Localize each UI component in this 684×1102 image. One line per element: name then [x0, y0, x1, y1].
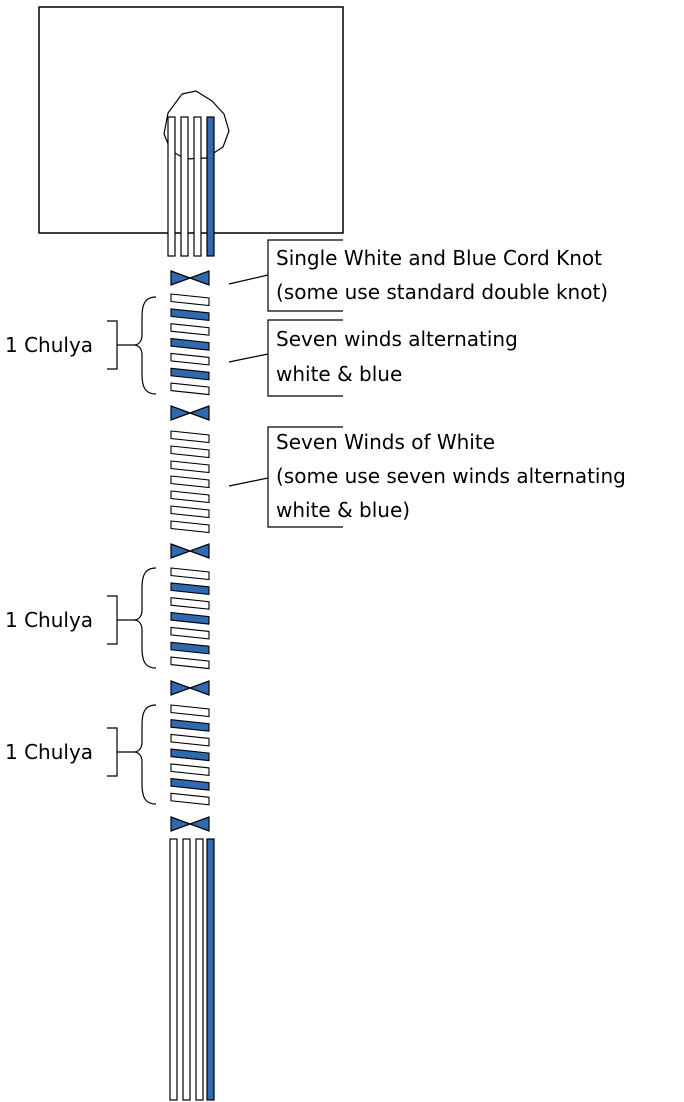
callout-knot-line-2: (some use standard double knot)	[276, 280, 608, 304]
wind-2-3	[170, 460, 210, 474]
knots	[170, 270, 210, 832]
wind-2-4	[170, 475, 210, 489]
chulya-brace-1-curly	[133, 296, 157, 395]
callout-white-line-3: white & blue)	[276, 498, 410, 522]
upper-strands	[167, 116, 215, 257]
knot-5	[170, 816, 210, 832]
winds-group-1	[170, 293, 210, 396]
wind-4-1	[170, 704, 210, 718]
wind-4-5	[170, 763, 210, 777]
winds-group-4	[170, 704, 210, 806]
callout-white-bracket	[267, 426, 343, 528]
wind-1-1	[170, 293, 210, 307]
callout-alternating-bracket	[267, 319, 343, 397]
knot-4	[170, 680, 210, 696]
chulya-label-2: 1 Chulya	[5, 608, 93, 632]
chulya-brace-2: 1 Chulya	[5, 567, 157, 669]
chulya-brace-2-curly	[133, 567, 157, 669]
wind-1-5	[170, 352, 210, 366]
winds-group-2	[170, 430, 210, 534]
callout-white-line-1: Seven Winds of White	[276, 430, 495, 454]
wind-3-5	[170, 626, 210, 640]
upper-strand-3	[193, 116, 202, 257]
upper-strand-1	[167, 116, 176, 257]
chulya-label-1: 1 Chulya	[5, 333, 93, 357]
chulya-brace-3-bracket	[107, 727, 134, 777]
wind-3-6	[170, 641, 210, 655]
chulya-brace-1: 1 Chulya	[5, 296, 157, 395]
chulya-brace-1-bracket	[107, 320, 134, 370]
wind-1-4	[170, 337, 210, 351]
wind-4-6	[170, 777, 210, 791]
wind-2-5	[170, 490, 210, 504]
lower-strand-blue	[206, 838, 215, 1101]
lower-strand-3	[195, 838, 204, 1101]
wind-4-7	[170, 792, 210, 806]
callout-alternating-leader	[228, 353, 269, 363]
callout-alternating-line-2: white & blue	[276, 362, 402, 386]
callout-white-leader	[228, 477, 269, 487]
knot-1	[170, 270, 210, 286]
lower-strand-2	[182, 838, 191, 1101]
winds-group-3	[170, 567, 210, 670]
callout-white: Seven Winds of White (some use seven win…	[228, 426, 626, 528]
wind-3-4	[170, 611, 210, 625]
wind-3-7	[170, 656, 210, 670]
wind-2-6	[170, 505, 210, 519]
chulya-label-3: 1 Chulya	[5, 740, 93, 764]
wind-3-1	[170, 567, 210, 581]
callout-knot-bracket	[267, 239, 343, 312]
callout-alternating: Seven winds alternating white & blue	[228, 319, 518, 397]
chulya-brace-3-curly	[133, 704, 157, 805]
wind-4-3	[170, 733, 210, 747]
callout-white-line-2: (some use seven winds alternating	[276, 464, 626, 488]
callout-knot-leader	[228, 274, 269, 285]
wind-1-3	[170, 323, 210, 336]
wind-2-7	[170, 520, 210, 534]
chulya-brace-2-bracket	[107, 595, 134, 645]
callout-alternating-line-1: Seven winds alternating	[276, 327, 518, 351]
wind-4-2	[170, 719, 210, 732]
lower-strand-1	[169, 838, 178, 1101]
wind-3-2	[170, 582, 210, 596]
knot-3	[170, 543, 210, 559]
wind-1-2	[170, 308, 210, 322]
knot-2	[170, 405, 210, 421]
upper-strand-2	[180, 116, 189, 257]
wind-3-3	[170, 597, 210, 610]
upper-strand-blue	[206, 116, 215, 257]
chulya-brace-3: 1 Chulya	[5, 704, 157, 805]
wind-4-4	[170, 748, 210, 762]
wind-1-7	[170, 382, 210, 396]
wind-1-6	[170, 367, 210, 381]
wind-2-2	[170, 445, 210, 459]
wind-2-1	[170, 430, 210, 444]
callout-knot: Single White and Blue Cord Knot (some us…	[228, 239, 608, 312]
callout-knot-line-1: Single White and Blue Cord Knot	[276, 246, 602, 270]
lower-strands	[169, 838, 215, 1101]
